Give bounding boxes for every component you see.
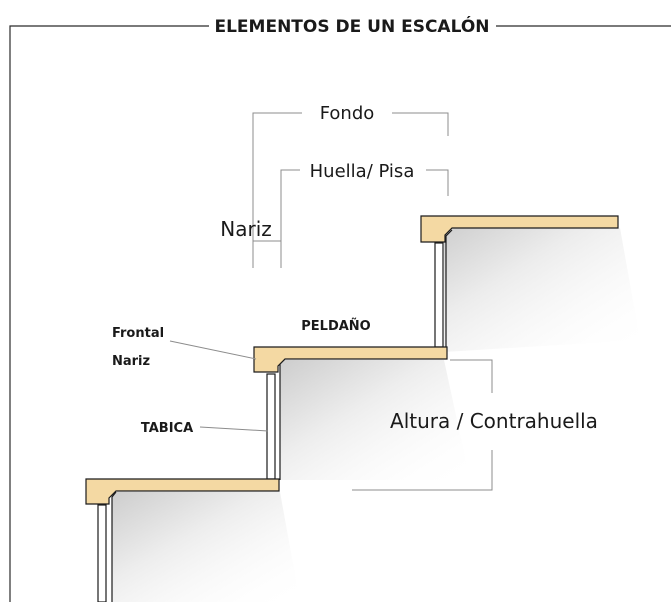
tread-lower xyxy=(85,478,280,505)
diagram-title: ELEMENTOS DE UN ESCALÓN xyxy=(214,15,489,37)
label-peldano: PELDAÑO xyxy=(301,318,370,334)
label-altura: Altura / Contrahuella xyxy=(390,409,598,433)
riser-lower xyxy=(97,504,107,602)
tread-middle xyxy=(253,346,448,373)
stair-profile-lower xyxy=(111,491,117,602)
shadow-upper-step xyxy=(444,228,640,352)
label-frontal-nariz: Nariz xyxy=(112,354,150,369)
tabica-leader xyxy=(199,426,269,432)
shadow-lower-step xyxy=(112,492,300,602)
frontal-leader xyxy=(169,340,257,360)
label-frontal: Frontal xyxy=(112,326,164,341)
label-huella: Huella/ Pisa xyxy=(310,161,415,182)
huella-guide xyxy=(280,169,449,268)
tread-upper xyxy=(420,215,619,243)
stair-profile-upper xyxy=(445,229,453,347)
label-fondo: Fondo xyxy=(320,103,375,124)
altura-bracket xyxy=(352,359,493,491)
frame-left xyxy=(9,25,209,602)
fondo-guide xyxy=(252,112,449,268)
riser-upper xyxy=(434,242,444,348)
shadow-middle-step xyxy=(280,360,470,480)
riser-middle xyxy=(266,373,276,480)
label-tabica: TABICA xyxy=(141,421,193,436)
label-nariz: Nariz xyxy=(220,217,272,241)
